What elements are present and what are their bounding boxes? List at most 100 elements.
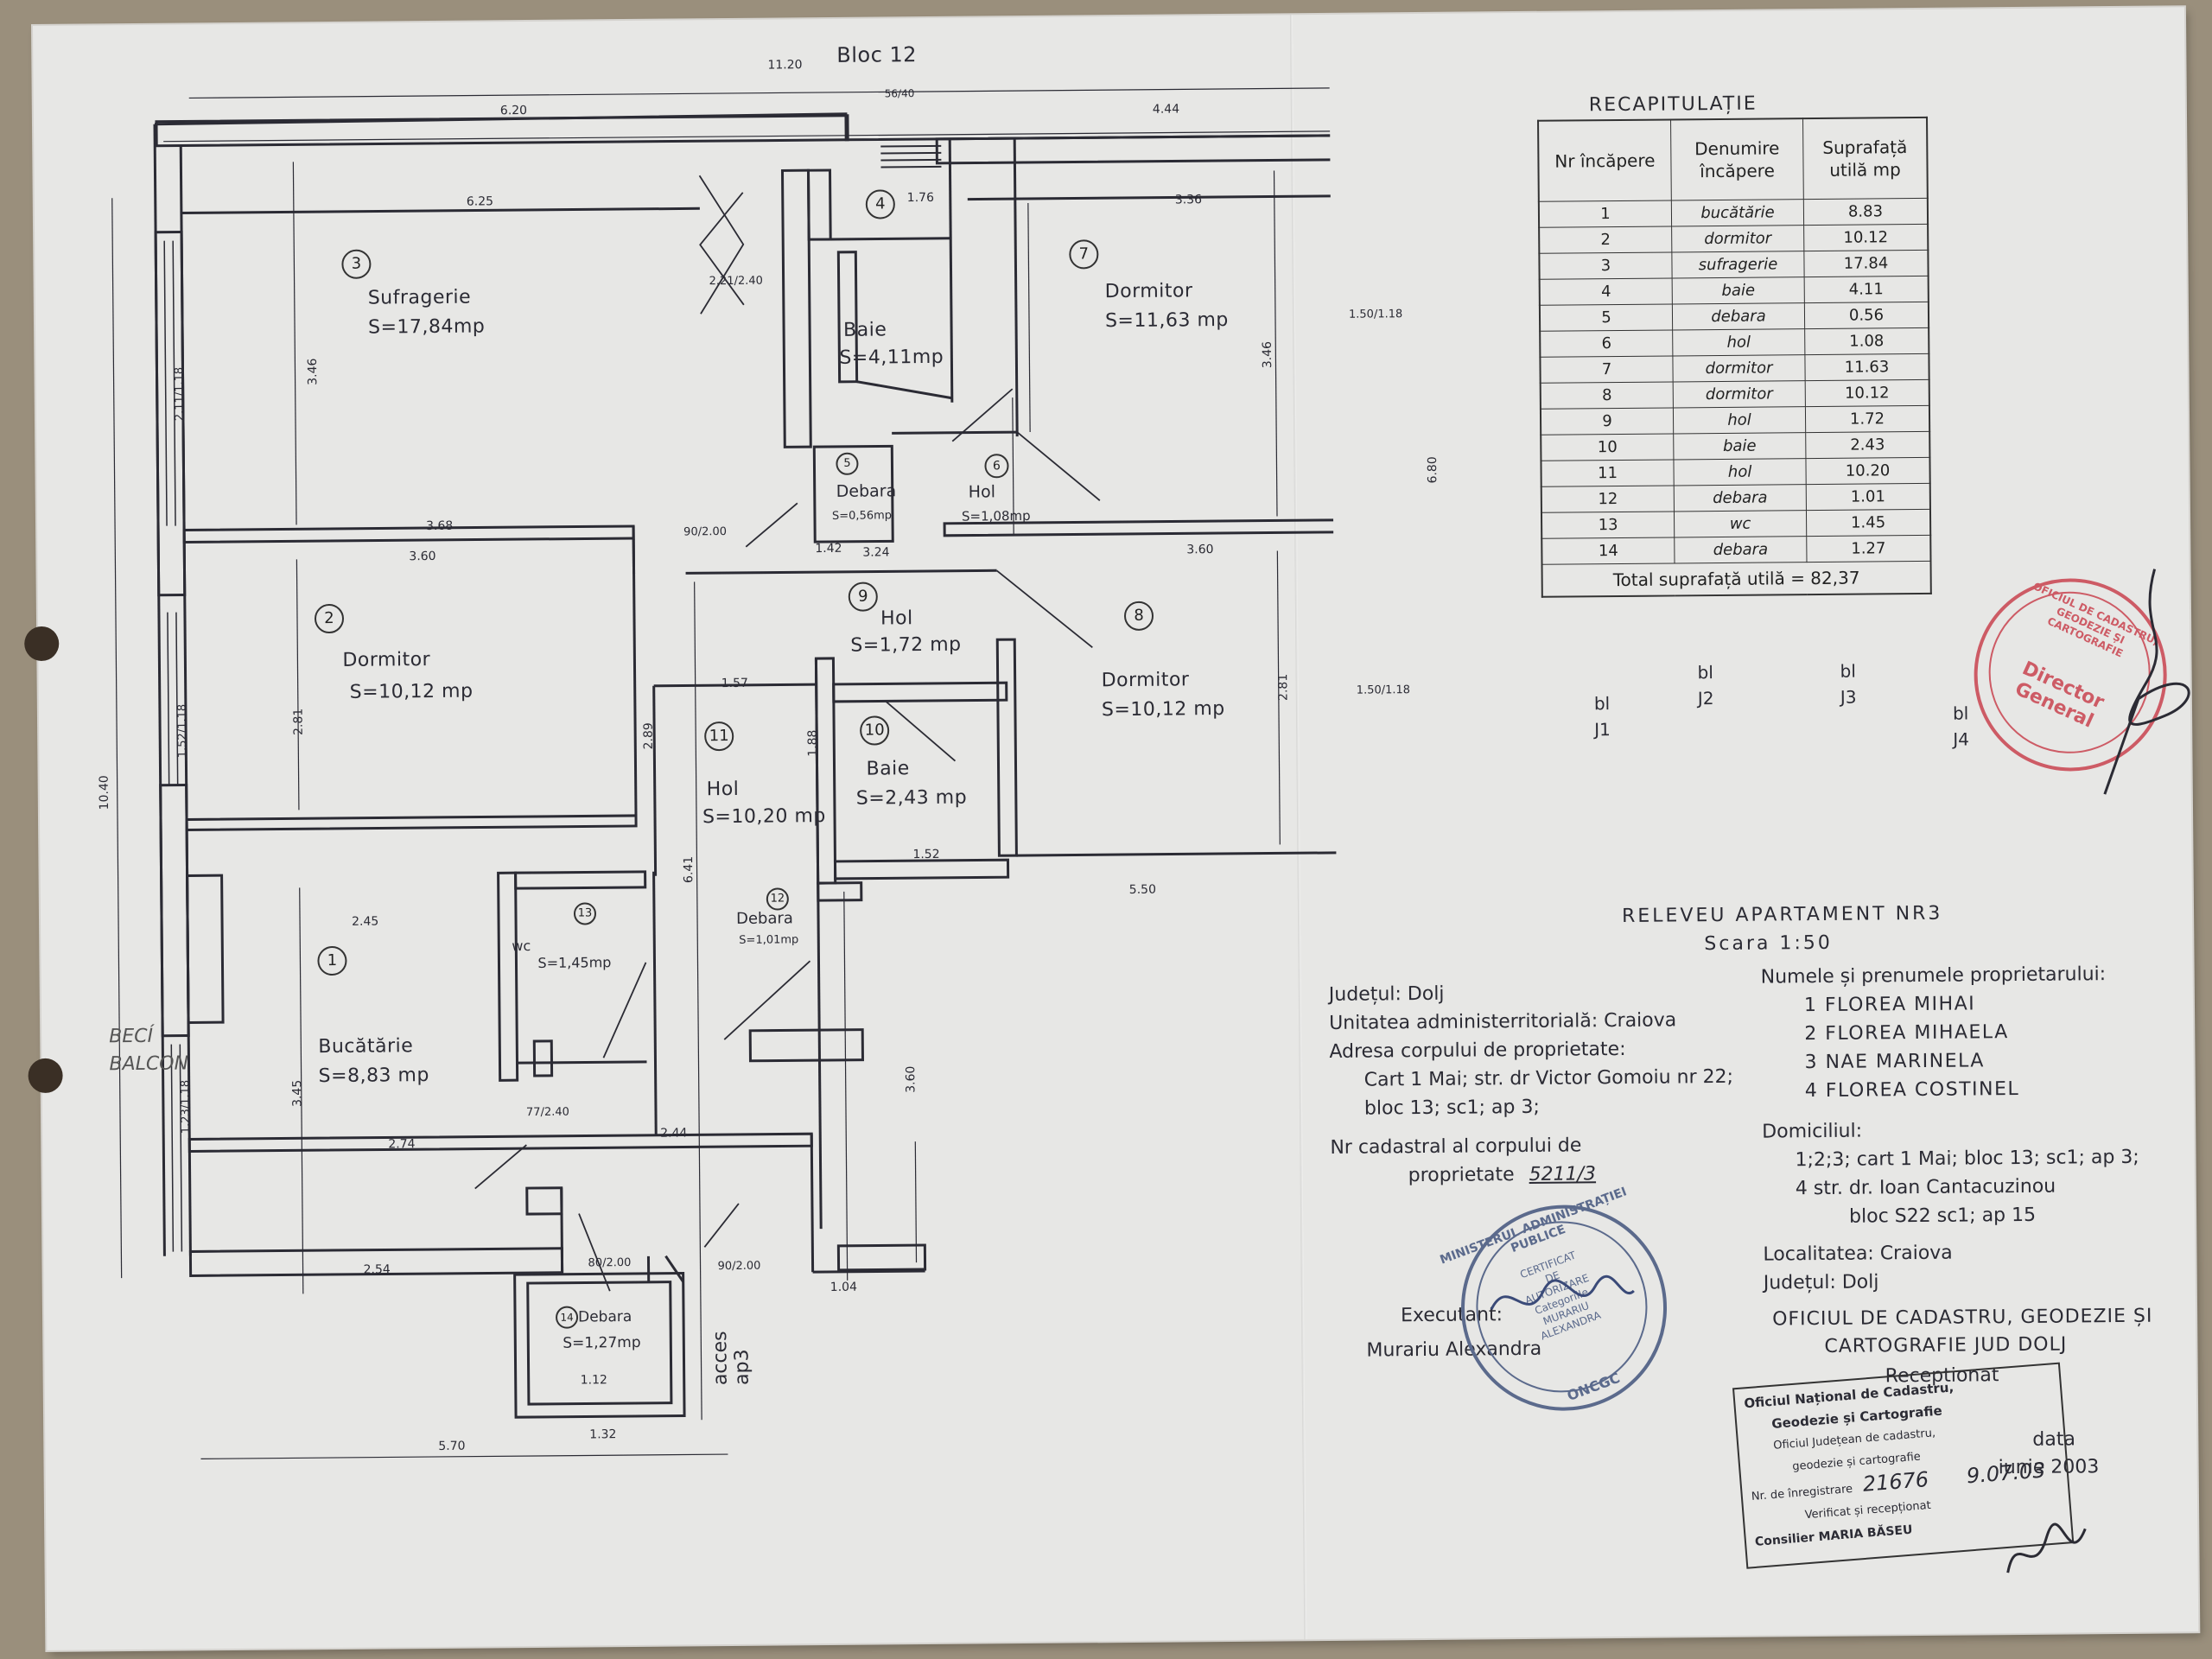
cell-nr: 5 (1539, 303, 1673, 332)
door-dim-1: 90/2.00 (683, 525, 728, 539)
window-dim-4: 2.11/1.18 (173, 366, 187, 422)
dim-104: 1.04 (830, 1280, 858, 1295)
schema-label-j1: bl J1 (1593, 693, 1611, 741)
room-number: 5 (836, 452, 859, 475)
window-dim-1: 1.50/1.18 (1348, 308, 1403, 321)
cell-denumire: baie (1672, 276, 1805, 304)
reg-date-value: 9.07.03 (1965, 1458, 2047, 1489)
room-number: 8 (1123, 601, 1154, 632)
dim-overall-width: 11.20 (767, 58, 803, 73)
room-number: 4 (865, 189, 895, 219)
cell-suprafata: 11.63 (1804, 353, 1929, 381)
cell-nr: 11 (1541, 459, 1675, 487)
cell-nr: 12 (1541, 485, 1675, 513)
cell-suprafata: 1.01 (1806, 483, 1930, 511)
room-area: S=4,11mp (839, 346, 944, 369)
total-row: Total suprafață utilă = 82,37 (1541, 561, 1931, 597)
room-number: 14 (555, 1306, 579, 1329)
door-dim-3: 80/2.00 (588, 1256, 632, 1270)
cell-denumire: dormitor (1672, 354, 1806, 382)
room-area: S=1,45mp (537, 954, 612, 971)
cell-suprafata: 10.12 (1803, 224, 1929, 251)
floor-plan-drawing (111, 86, 1342, 1459)
window-dim-2: 1.50/1.18 (1356, 683, 1411, 697)
unitate: Unitatea administerritorială: Craiova (1329, 1009, 1677, 1034)
owner-1: 1 FLOREA MIHAI (1803, 993, 1976, 1017)
dim-top-left: 6.20 (499, 104, 528, 118)
cell-nr: 6 (1540, 329, 1673, 358)
room-number: 3 (341, 249, 372, 279)
room-number: 10 (860, 715, 890, 746)
dim-244: 2.44 (660, 1126, 688, 1141)
cell-nr: 9 (1540, 407, 1674, 435)
owners-block: Numele și prenumele proprietarului: 1 FL… (1761, 959, 2178, 1297)
room-name: Dormitor (1101, 669, 1190, 692)
room-name: Baie (866, 758, 910, 780)
cell-nr: 1 (1538, 200, 1672, 228)
office-line-2: CARTOGRAFIE JUD DOLJ (1824, 1333, 2068, 1357)
cell-denumire: hol (1673, 406, 1806, 434)
cell-nr: 8 (1540, 381, 1674, 410)
schema-label-j2: bl J2 (1697, 662, 1714, 709)
room-area: S=1,08mp (961, 507, 1031, 524)
dim-142: 1.42 (815, 541, 842, 556)
domiciliu-label: Domiciliul: (1762, 1120, 1863, 1143)
room-area: S=2,43 mp (855, 786, 968, 810)
room-name: Baie (843, 319, 887, 341)
dim-289: 2.89 (641, 722, 656, 750)
dim-254: 2.54 (363, 1262, 391, 1277)
beci-balcon-label: BECÍ BALCON (109, 1025, 189, 1076)
owner-2: 2 FLOREA MIHAELA (1804, 1021, 2009, 1046)
header-denumire: Denumire încăpere (1670, 118, 1804, 200)
cell-denumire: bucătărie (1671, 199, 1804, 226)
cell-nr: 4 (1539, 277, 1673, 306)
judetul: Județul: Dolj (1763, 1271, 1879, 1294)
owners-label: Numele și prenumele proprietarului: (1760, 963, 2107, 988)
room-number: 2 (314, 603, 345, 634)
dim-274: 2.74 (388, 1137, 416, 1152)
adresa-label: Adresa corpului de proprietate: (1329, 1038, 1626, 1063)
document-sheet: Bloc 12 11.20 6.20 4.44 56/40 6.25 3.36 … (24, 7, 2199, 1650)
owner-3: 3 NAE MARINELA (1804, 1050, 1986, 1074)
dim-sufragerie-height: 3.46 (305, 358, 321, 385)
acces-label: acces ap3 (709, 1331, 753, 1386)
cell-nr: 10 (1541, 433, 1674, 461)
recap-title: RECAPITULAȚIE (1588, 92, 1758, 117)
signature-receptionat (2006, 1522, 2087, 1573)
recap-grid: Nr încăpere Denumire încăpere Suprafață … (1537, 116, 1932, 598)
dim-570: 5.70 (438, 1439, 466, 1453)
adresa-line-2: bloc 13; sc1; ap 3; (1363, 1096, 1540, 1120)
nr-cadastral-label-2: proprietate 5211/3 (1331, 1158, 1780, 1191)
room-area: S=8,83 mp (318, 1065, 430, 1088)
dim-dormitor7-height: 3.46 (1260, 340, 1275, 369)
table-header: Nr încăpere Denumire încăpere Suprafață … (1538, 117, 1928, 202)
dim-345: 3.45 (290, 1079, 305, 1108)
header-suprafata: Suprafață utilă mp (1802, 117, 1928, 200)
room-name: Debara (836, 481, 897, 501)
dim-188: 1.88 (805, 729, 821, 757)
dim-stair: 56/40 (884, 87, 915, 100)
adresa-line-1: Cart 1 Mai; str. dr Victor Gomoiu nr 22; (1363, 1065, 1734, 1091)
room-name: Hol (706, 778, 740, 801)
room-number: 7 (1069, 239, 1099, 270)
dim-368: 3.68 (426, 518, 454, 534)
dim-dormitor7-width: 3.36 (1174, 193, 1203, 207)
cell-denumire: sufragerie (1671, 251, 1805, 278)
door-dim-2: 90/2.00 (717, 1259, 761, 1274)
room-number: 9 (848, 582, 878, 612)
cell-denumire: wc (1674, 510, 1807, 537)
dim-1040: 10.40 (97, 775, 111, 810)
window-dim-3: 1.52/1.18 (175, 703, 190, 759)
cell-suprafata: 1.27 (1806, 535, 1931, 563)
window-dim-5: 1.23/1.18 (179, 1079, 193, 1135)
cell-denumire: debara (1672, 302, 1805, 330)
cell-suprafata: 10.12 (1805, 379, 1929, 407)
